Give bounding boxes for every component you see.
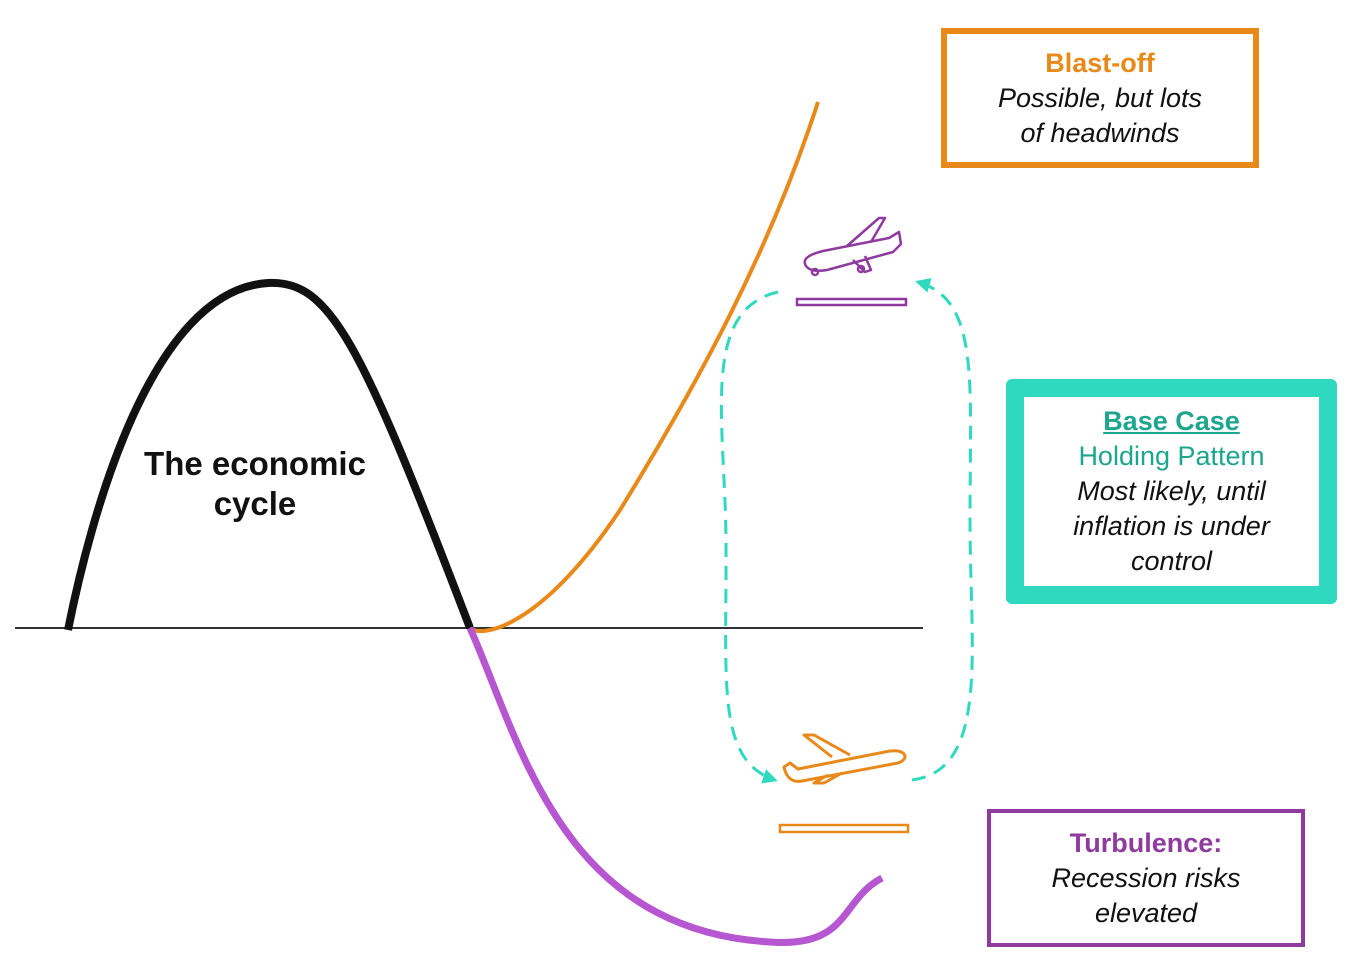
- blastoff-description-line1: Possible, but lots: [997, 82, 1203, 113]
- base-case-subtitle: Holding Pattern: [1078, 441, 1265, 471]
- holding-pattern-left-arrow: [719, 290, 779, 784]
- turbulence-curve: [466, 626, 884, 946]
- economic-cycle-curve: [64, 278, 474, 631]
- blastoff-box: Blast-off Possible, but lots of headwind…: [941, 28, 1259, 168]
- blastoff-description-line2: of headwinds: [1020, 117, 1180, 148]
- airplane-landing-icon: [803, 216, 903, 277]
- base-case-box: Base Case Holding Pattern Most likely, u…: [1006, 379, 1337, 604]
- turbulence-box: Turbulence: Recession risks elevated: [987, 809, 1305, 947]
- turbulence-description-line1: Recession risks: [1051, 862, 1241, 893]
- turbulence-title: Turbulence:: [1069, 827, 1223, 858]
- top-runway: [795, 297, 908, 307]
- turbulence-description-line2: elevated: [1094, 897, 1198, 928]
- base-case-description-line2: inflation is under: [1073, 511, 1270, 541]
- economic-cycle-label-line1: The economic: [144, 445, 366, 482]
- holding-pattern-right-arrow: [911, 278, 974, 782]
- airplane-takeoff-icon: [782, 733, 907, 785]
- base-case-description-line3: control: [1130, 546, 1213, 576]
- blastoff-curve: [468, 101, 820, 634]
- economic-cycle-label: The economic cycle: [130, 444, 380, 524]
- base-case-title: Base Case: [1103, 406, 1240, 436]
- blastoff-title: Blast-off: [1045, 47, 1155, 78]
- bottom-runway: [778, 823, 910, 834]
- base-case-description-line1: Most likely, until: [1077, 476, 1266, 506]
- economic-cycle-label-line2: cycle: [213, 485, 297, 522]
